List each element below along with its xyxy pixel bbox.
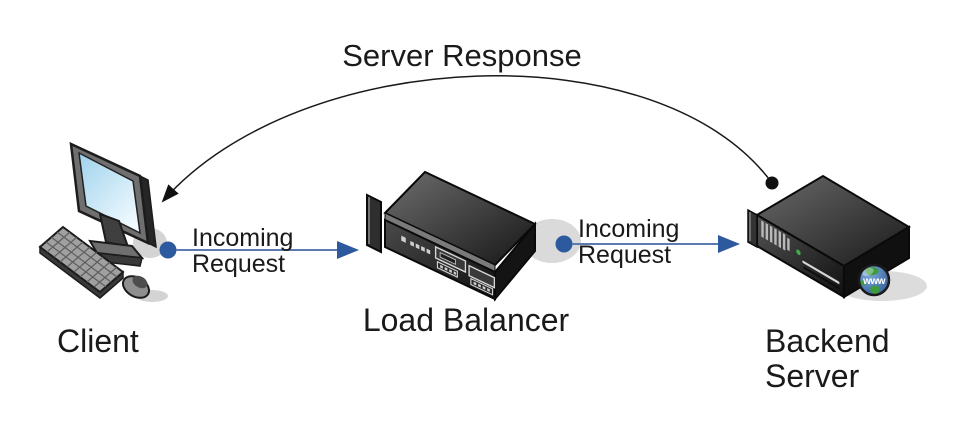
server-tower-icon: www [747, 174, 927, 301]
desktop-computer-icon [38, 141, 168, 302]
edge-arrowhead [337, 241, 359, 259]
appliance-front-details [401, 235, 496, 296]
load-balancer-label: Load Balancer [363, 302, 570, 338]
edge-backend-to-client: Server Response [161, 38, 779, 203]
incoming-request-label-line2: Request [192, 250, 285, 278]
globe-www-icon: www [857, 263, 891, 297]
globe-www-label: www [862, 276, 886, 287]
backend-server-node: www Backend Server [747, 174, 927, 394]
server-response-label: Server Response [342, 38, 582, 73]
load-balancer-node: Load Balancer [363, 170, 581, 338]
client-label: Client [57, 323, 139, 359]
edge-load-balancer-to-backend: Incoming Request [555, 215, 740, 269]
globe-continent-north [865, 267, 879, 276]
globe-continent-south [870, 285, 880, 294]
globe-highlight [862, 267, 874, 277]
server-left-flange [747, 208, 758, 249]
mouse-hump [132, 275, 148, 289]
edge-origin-dot [555, 235, 573, 253]
incoming-request-label-line2: Request [578, 241, 671, 269]
server-front-details [761, 220, 841, 290]
monitor-screen [78, 151, 141, 235]
backend-server-label-line2: Server [765, 358, 860, 394]
edge-arrowhead [718, 235, 740, 253]
server-response-curve [161, 75, 773, 203]
edge-origin-dot [159, 241, 177, 259]
rack-appliance-icon [366, 170, 581, 302]
client-node: Client [38, 141, 168, 359]
incoming-request-label-line1: Incoming [578, 215, 679, 243]
appliance-left-flange [366, 193, 382, 254]
backend-server-label-line1: Backend [765, 323, 890, 359]
incoming-request-label-line1: Incoming [192, 224, 293, 252]
power-led [796, 249, 801, 256]
globe-continent-west [860, 280, 867, 286]
curve-origin-dot [765, 176, 779, 190]
edge-client-to-load-balancer: Incoming Request [159, 224, 359, 278]
keyboard-keys [45, 231, 118, 288]
